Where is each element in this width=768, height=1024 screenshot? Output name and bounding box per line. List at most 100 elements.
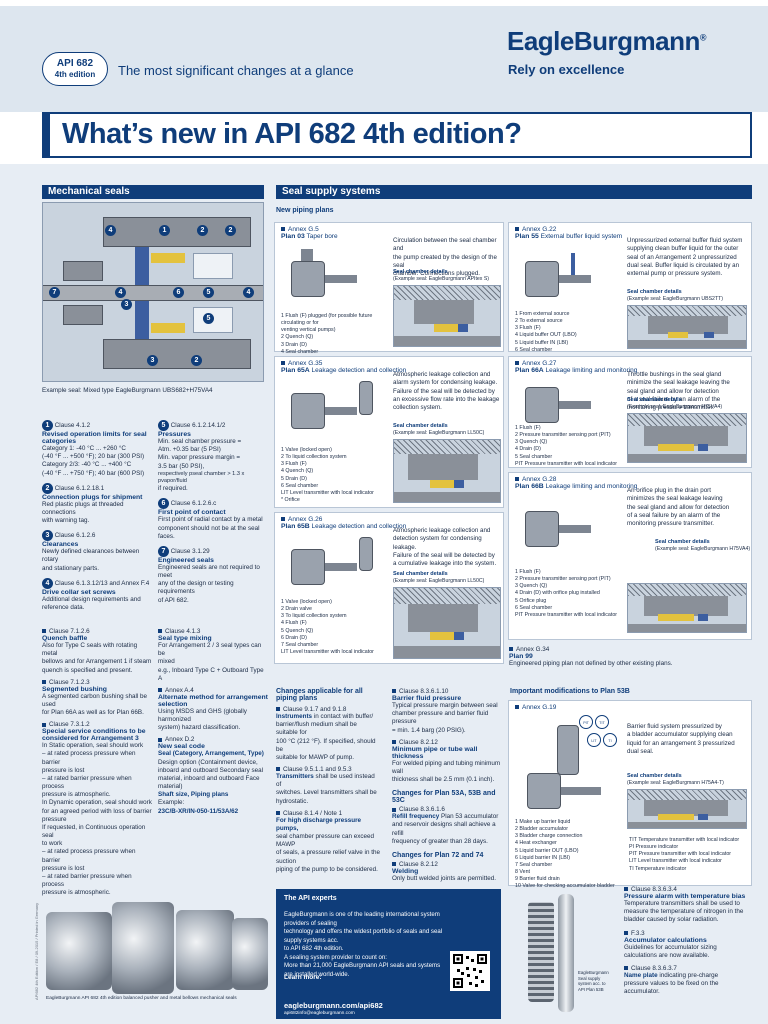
desc-line: alarm system for condensing leakage. xyxy=(393,379,498,387)
item-line: measure the temperature of nitrogen in t… xyxy=(624,908,744,916)
legend-line: 3 To liquid collection system xyxy=(281,613,347,620)
annex-ref: Annex G.19 xyxy=(522,704,557,711)
seal-chamber-detail xyxy=(627,305,747,349)
desc-line: monitoring pressure transmitter. xyxy=(627,404,715,412)
bullet-square xyxy=(515,361,519,366)
seal-chamber-detail xyxy=(393,285,501,347)
details-heading: Seal chamber details xyxy=(393,571,448,577)
pump-casing xyxy=(525,511,559,547)
item-heading: Clearances xyxy=(42,541,79,549)
seal-supply-heading: Seal supply systems xyxy=(276,185,752,199)
change-item: Clause 4.1.3 Seal type mixing For Arrang… xyxy=(158,628,268,683)
caption-line: Seal supply xyxy=(578,975,601,981)
item-line: pressure values to be fixed on the accum… xyxy=(624,980,719,996)
bullet-square xyxy=(392,689,396,694)
item-line: reference data. xyxy=(42,603,85,611)
callout-5: 5 xyxy=(203,287,214,298)
bullet-square xyxy=(158,688,162,693)
desc-line: dual seal. xyxy=(627,748,654,756)
shaft xyxy=(394,492,500,502)
callout-4a: 4 xyxy=(115,287,126,298)
item-line: For welded piping and tubing minimum wal… xyxy=(392,759,501,775)
legend-line: 5 Quench (Q) xyxy=(281,627,314,634)
legend-line: 5 Liquid buffer IN (LBI) xyxy=(515,339,569,346)
pump-schematic xyxy=(515,379,595,431)
pump-casing xyxy=(527,773,561,809)
item-line: seal chamber pressure can exceed MAWP xyxy=(276,833,375,849)
change-item: Clause 9.5.1.1 and 9.5.3 Transmitters sh… xyxy=(276,766,380,806)
item-line: = min. 1.4 barg (20 PSIG). xyxy=(392,726,466,734)
api-experts-title: The API experts xyxy=(284,895,337,902)
gland-lower xyxy=(103,339,251,369)
item-number: 6 xyxy=(158,498,169,510)
legend-line: 3 Quench (Q) xyxy=(515,439,548,446)
callout-3: 3 xyxy=(121,299,132,310)
item-line: For Arrangement 2 / 3 seal types can be xyxy=(158,642,262,658)
brand-slogan: Rely on excellence xyxy=(508,62,625,77)
legend-line: 5 Liquid barrier OUT (LBO) xyxy=(515,847,579,854)
item-line: indicating pre-charge xyxy=(659,971,719,979)
plan-description: Engineered piping plan not defined by ot… xyxy=(509,660,673,667)
item-heading: For high discharge pressure pumps, xyxy=(276,816,362,832)
annex-ref: Annex G.35 xyxy=(288,360,323,367)
item-line: quench is specified and present. xyxy=(42,666,133,674)
plan53-heading: Changes for Plan 53A, 53B and 53C xyxy=(392,790,496,805)
face xyxy=(434,324,458,332)
mechanical-col-4: Clause 4.1.3 Seal type mixing For Arrang… xyxy=(158,628,268,816)
legend-line: 2 Quench (Q) xyxy=(281,334,314,341)
bullet-square xyxy=(392,862,396,867)
item-heading: Accumulator calculations xyxy=(624,936,707,944)
plan-legend: 1 From external source 2 To external sou… xyxy=(515,311,625,354)
plan-name: Taper bore xyxy=(306,233,338,240)
tit-gauge: TIT xyxy=(595,715,609,729)
pump-casing xyxy=(525,387,559,423)
item-line: any of the design or testing requirement… xyxy=(158,580,234,596)
pump-casing xyxy=(291,261,325,297)
legend-line: 4 Liquid buffer OUT (LBO) xyxy=(515,332,577,339)
plan-legend: 1 Flush (F) plugged (for possible future… xyxy=(281,313,391,356)
change-item: 4 Clause 6.1.3.12/13 and Annex F.4 Drive… xyxy=(42,577,154,612)
plan-description: Unpressurized external buffer fluid syst… xyxy=(627,237,749,279)
contact-email-link[interactable]: api682info@eagleburgmann.com xyxy=(284,1011,355,1016)
item-heading: Welding xyxy=(392,867,419,875)
desc-line: monitoring pressure transmitter. xyxy=(627,520,715,528)
seal-chamber-detail xyxy=(627,789,747,829)
lit-gauge: LIT xyxy=(587,733,601,747)
seal-photo-4 xyxy=(232,918,268,990)
item-line: component should not be at the seal face… xyxy=(158,524,260,540)
legend-line: 4 Drain (D) xyxy=(515,446,541,453)
item-line: for an agreed period with loss of barrie… xyxy=(42,807,152,815)
change-item: 3 Clause 6.1.2.6 Clearances Newly define… xyxy=(42,530,154,573)
item-line: Engineered seals are not required to mee… xyxy=(158,563,260,580)
body-line: A sealing system provider to count on: xyxy=(284,953,387,961)
item-line: – at rated barrier pressure when process xyxy=(42,774,132,791)
annex-ref: Annex G.5 xyxy=(288,226,319,233)
desc-line: an excessive flow rate into the leakage xyxy=(393,396,500,404)
item-heading: Pressure alarm with temperature bias xyxy=(624,893,746,900)
api682-link[interactable]: eagleburgmann.com/api682 xyxy=(284,1001,383,1010)
legend-line: TIT Temperature transmitter with local i… xyxy=(629,837,740,843)
bullet-square xyxy=(515,227,519,232)
details-heading: Seal chamber details xyxy=(655,539,710,545)
item-line: respectively pseal chamber > 1.3 x pvapo… xyxy=(158,470,245,484)
hatch xyxy=(394,286,500,300)
plan-legend: 1 Valve (locked open) 2 To liquid collec… xyxy=(281,447,391,504)
seal-photo-3 xyxy=(176,910,234,990)
hatch xyxy=(628,790,746,800)
legend-line: 9 Barrier fluid drain xyxy=(515,876,560,883)
bellows-upper xyxy=(151,253,185,263)
item-line: – at rated barrier pressure when process xyxy=(42,872,132,889)
gland xyxy=(644,426,728,446)
clause-ref: Clause 6.1.3.12/13 and Annex F.4 xyxy=(54,579,150,587)
desc-line: minimize the seal leakage leaving the xyxy=(627,379,730,387)
clause-ref: Clause 6.1.2.6 xyxy=(54,532,96,540)
change-item: Clause 7.1.2.3 Segmented bushing A segme… xyxy=(42,679,154,718)
badge-title: API 682 xyxy=(56,58,94,69)
desc-line: Throttle bushings in the seal gland xyxy=(627,371,722,378)
item-line: material) xyxy=(158,783,183,791)
hatch xyxy=(394,588,500,604)
qr-code-icon[interactable] xyxy=(450,951,490,991)
desc-line: the pump created by the design of the se… xyxy=(393,253,497,270)
item-line: frequency of greater than 28 days. xyxy=(392,837,488,845)
